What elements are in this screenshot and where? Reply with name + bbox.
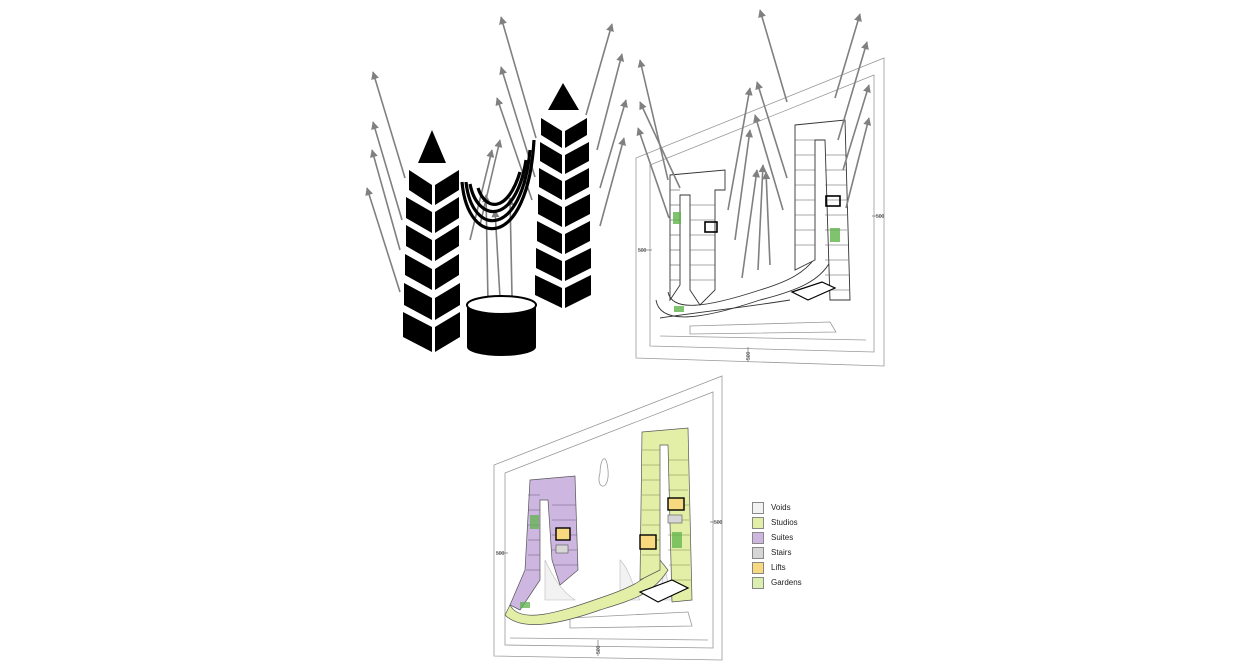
plan-top-annex (790, 281, 837, 301)
plan-top-bottom-curve (655, 257, 831, 319)
legend-item-lifts: Lifts (752, 560, 842, 575)
site-boundary-bottom (493, 375, 723, 661)
site-boundary (635, 57, 885, 367)
plan-top-right-arm (794, 119, 851, 301)
plan-top-gardens (673, 212, 840, 312)
legend-item-studios: Studios (752, 515, 842, 530)
plan-bottom-dimensions: 500 500 500 (496, 520, 723, 656)
plan-bottom-lifts (555, 497, 685, 550)
legend-label-studios: Studios (771, 518, 798, 527)
legend-swatch-studios (752, 516, 764, 529)
plan-legend: Voids Studios Suites Stairs Lifts Garden… (752, 500, 842, 590)
dim-bottom-right: 500 (714, 520, 723, 526)
dim-top-bottom: 500 (746, 351, 752, 360)
plan-bottom-stairs (555, 514, 683, 554)
plan-bottom-suites (509, 475, 579, 611)
legend-label-gardens: Gardens (771, 578, 802, 587)
dim-top-right: 500 (876, 214, 885, 220)
legend-item-voids: Voids (752, 500, 842, 515)
floor-plan-top: 500 500 500 (635, 9, 885, 367)
concept-diagram (365, 16, 628, 356)
legend-swatch-stairs (752, 546, 764, 559)
plan-bottom-studios-curve (504, 559, 669, 625)
legend-item-suites: Suites (752, 530, 842, 545)
plan-top-dimensions: 500 500 500 (638, 214, 885, 362)
legend-label-stairs: Stairs (771, 548, 792, 557)
legend-swatch-voids (752, 501, 764, 514)
base-cylinder (466, 295, 537, 356)
left-tower (403, 130, 460, 352)
plan-bottom-annex (638, 579, 690, 603)
legend-item-stairs: Stairs (752, 545, 842, 560)
legend-item-gardens: Gardens (752, 575, 842, 590)
floor-plan-bottom: 500 500 500 (493, 375, 723, 661)
plan-view-arrows (636, 9, 872, 279)
plan-top-left-arm (669, 169, 726, 306)
legend-label-lifts: Lifts (771, 563, 786, 572)
legend-label-voids: Voids (771, 503, 791, 512)
dim-top-left: 500 (638, 248, 647, 254)
legend-label-suites: Suites (771, 533, 794, 542)
dim-bottom-bottom: 500 (596, 645, 602, 654)
legend-swatch-suites (752, 531, 764, 544)
u-curves (460, 139, 536, 231)
legend-swatch-lifts (752, 561, 764, 574)
right-tower (535, 83, 591, 308)
plan-top-lifts (704, 195, 841, 233)
dim-bottom-left: 500 (496, 551, 505, 557)
plan-bottom-gardens (520, 515, 682, 608)
legend-swatch-gardens (752, 576, 764, 589)
